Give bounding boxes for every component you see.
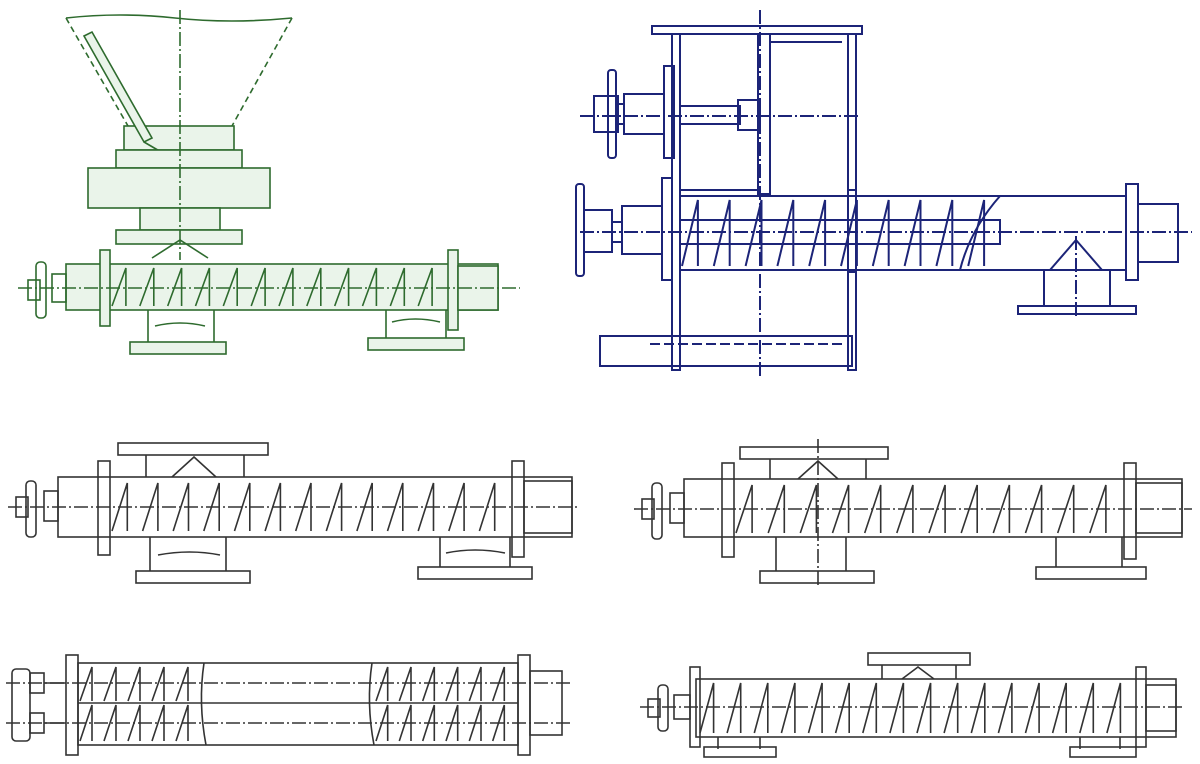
long-conveyor-svg [640, 652, 1184, 758]
hopper-top-break-line [65, 14, 293, 22]
end-flange-right [517, 654, 531, 756]
tube-break-curve [959, 195, 1001, 271]
right-outlet-walls [385, 310, 447, 338]
green-hopper-screw-feeder [0, 0, 560, 380]
screw-flights [681, 199, 986, 267]
right-screw-flights [375, 666, 506, 742]
right-outlet-flange [1069, 746, 1137, 758]
left-outlet-walls [775, 537, 847, 571]
end-flange-right [447, 249, 459, 331]
drive-handwheels [11, 668, 31, 742]
screw-trough-tube [683, 478, 1183, 538]
left-outlet-flange [135, 570, 251, 584]
twin-screw-conveyor-svg [6, 654, 570, 756]
right-outlet-flange [367, 337, 465, 351]
end-flange-right [511, 460, 525, 558]
hopper-left-wall [65, 17, 129, 127]
drive-stub [647, 698, 661, 718]
inlet-flange [115, 229, 243, 245]
inlet-hood [171, 455, 217, 478]
standard-conveyor-svg [8, 442, 580, 584]
bearing-housing-right [529, 670, 563, 736]
end-flange-left [721, 462, 735, 558]
left-outlet-flange [759, 570, 875, 584]
blue-framed-screw-feeder [560, 0, 1200, 380]
inner-divider-upper [757, 33, 771, 195]
screw-flights [699, 682, 1122, 734]
blue-drawing-svg [575, 10, 1192, 376]
screw-conveyor-long [600, 645, 1200, 764]
right-outlet-walls [439, 537, 511, 567]
bearing-housing-right [1135, 482, 1183, 534]
screw-conveyor-standard [0, 425, 600, 595]
left-outlet-walls [147, 310, 215, 342]
left-outlet-flange [703, 746, 777, 758]
upper-bearing [623, 93, 665, 135]
twin-screw-conveyor [0, 645, 600, 764]
screw-flights [111, 267, 433, 307]
hopper-right-wall [231, 17, 293, 127]
inlet-flange [117, 442, 269, 456]
right-break-line [368, 662, 375, 746]
screw-shaft [679, 219, 1001, 245]
inlet-neck [881, 665, 957, 679]
left-break-line [157, 551, 221, 556]
screw-conveyor-variable-pitch [600, 425, 1200, 595]
screw-trough-tube [65, 263, 499, 311]
frame-top-rail [651, 25, 863, 35]
lower-bearing [621, 205, 663, 255]
lower-mount-flange [661, 177, 673, 281]
inlet-hood [901, 666, 935, 680]
drive-handwheel [35, 261, 47, 319]
upper-motor-stub [593, 95, 619, 133]
end-flange-left [65, 654, 79, 756]
lower-handwheel [575, 183, 585, 277]
inlet-flange [739, 446, 889, 460]
left-screw-flights [79, 666, 189, 742]
drive-stub [27, 279, 41, 301]
upper-handwheel [607, 69, 617, 159]
end-flange-right [1123, 462, 1137, 560]
screw-tube-walls [680, 195, 1000, 271]
screw-flights [111, 482, 496, 532]
inlet-neck [769, 459, 867, 479]
drive-handwheel [657, 684, 669, 732]
inlet-neck [145, 455, 245, 477]
rotary-valve-body [87, 167, 271, 209]
drive-handwheel [25, 480, 37, 538]
upper-flange [115, 149, 243, 169]
left-outlet-flange [129, 341, 227, 355]
frame-right-post [847, 33, 857, 371]
right-break-line [445, 549, 506, 554]
drive-coupling [43, 490, 59, 522]
drive-coupling [669, 492, 685, 524]
variable-pitch-conveyor-svg [634, 439, 1192, 585]
left-break-line [154, 322, 206, 327]
slide-gate-plate [82, 30, 154, 144]
right-outlet-flange [1035, 566, 1147, 580]
twin-trough-body [77, 662, 519, 746]
left-break-line [200, 662, 207, 746]
end-flange-left [97, 460, 111, 556]
left-outlet-walls [149, 537, 227, 571]
bearing-housing-right [1145, 684, 1177, 732]
green-drawing-svg [18, 10, 520, 355]
right-break-line [391, 318, 441, 323]
screw-flights [735, 484, 1107, 534]
base-plate [599, 335, 853, 367]
right-outlet-flange [417, 566, 533, 580]
outlet-walls [1043, 270, 1111, 306]
drive-handwheel [651, 482, 663, 540]
right-outlet-walls [1055, 537, 1123, 567]
inlet-flange [867, 652, 971, 666]
